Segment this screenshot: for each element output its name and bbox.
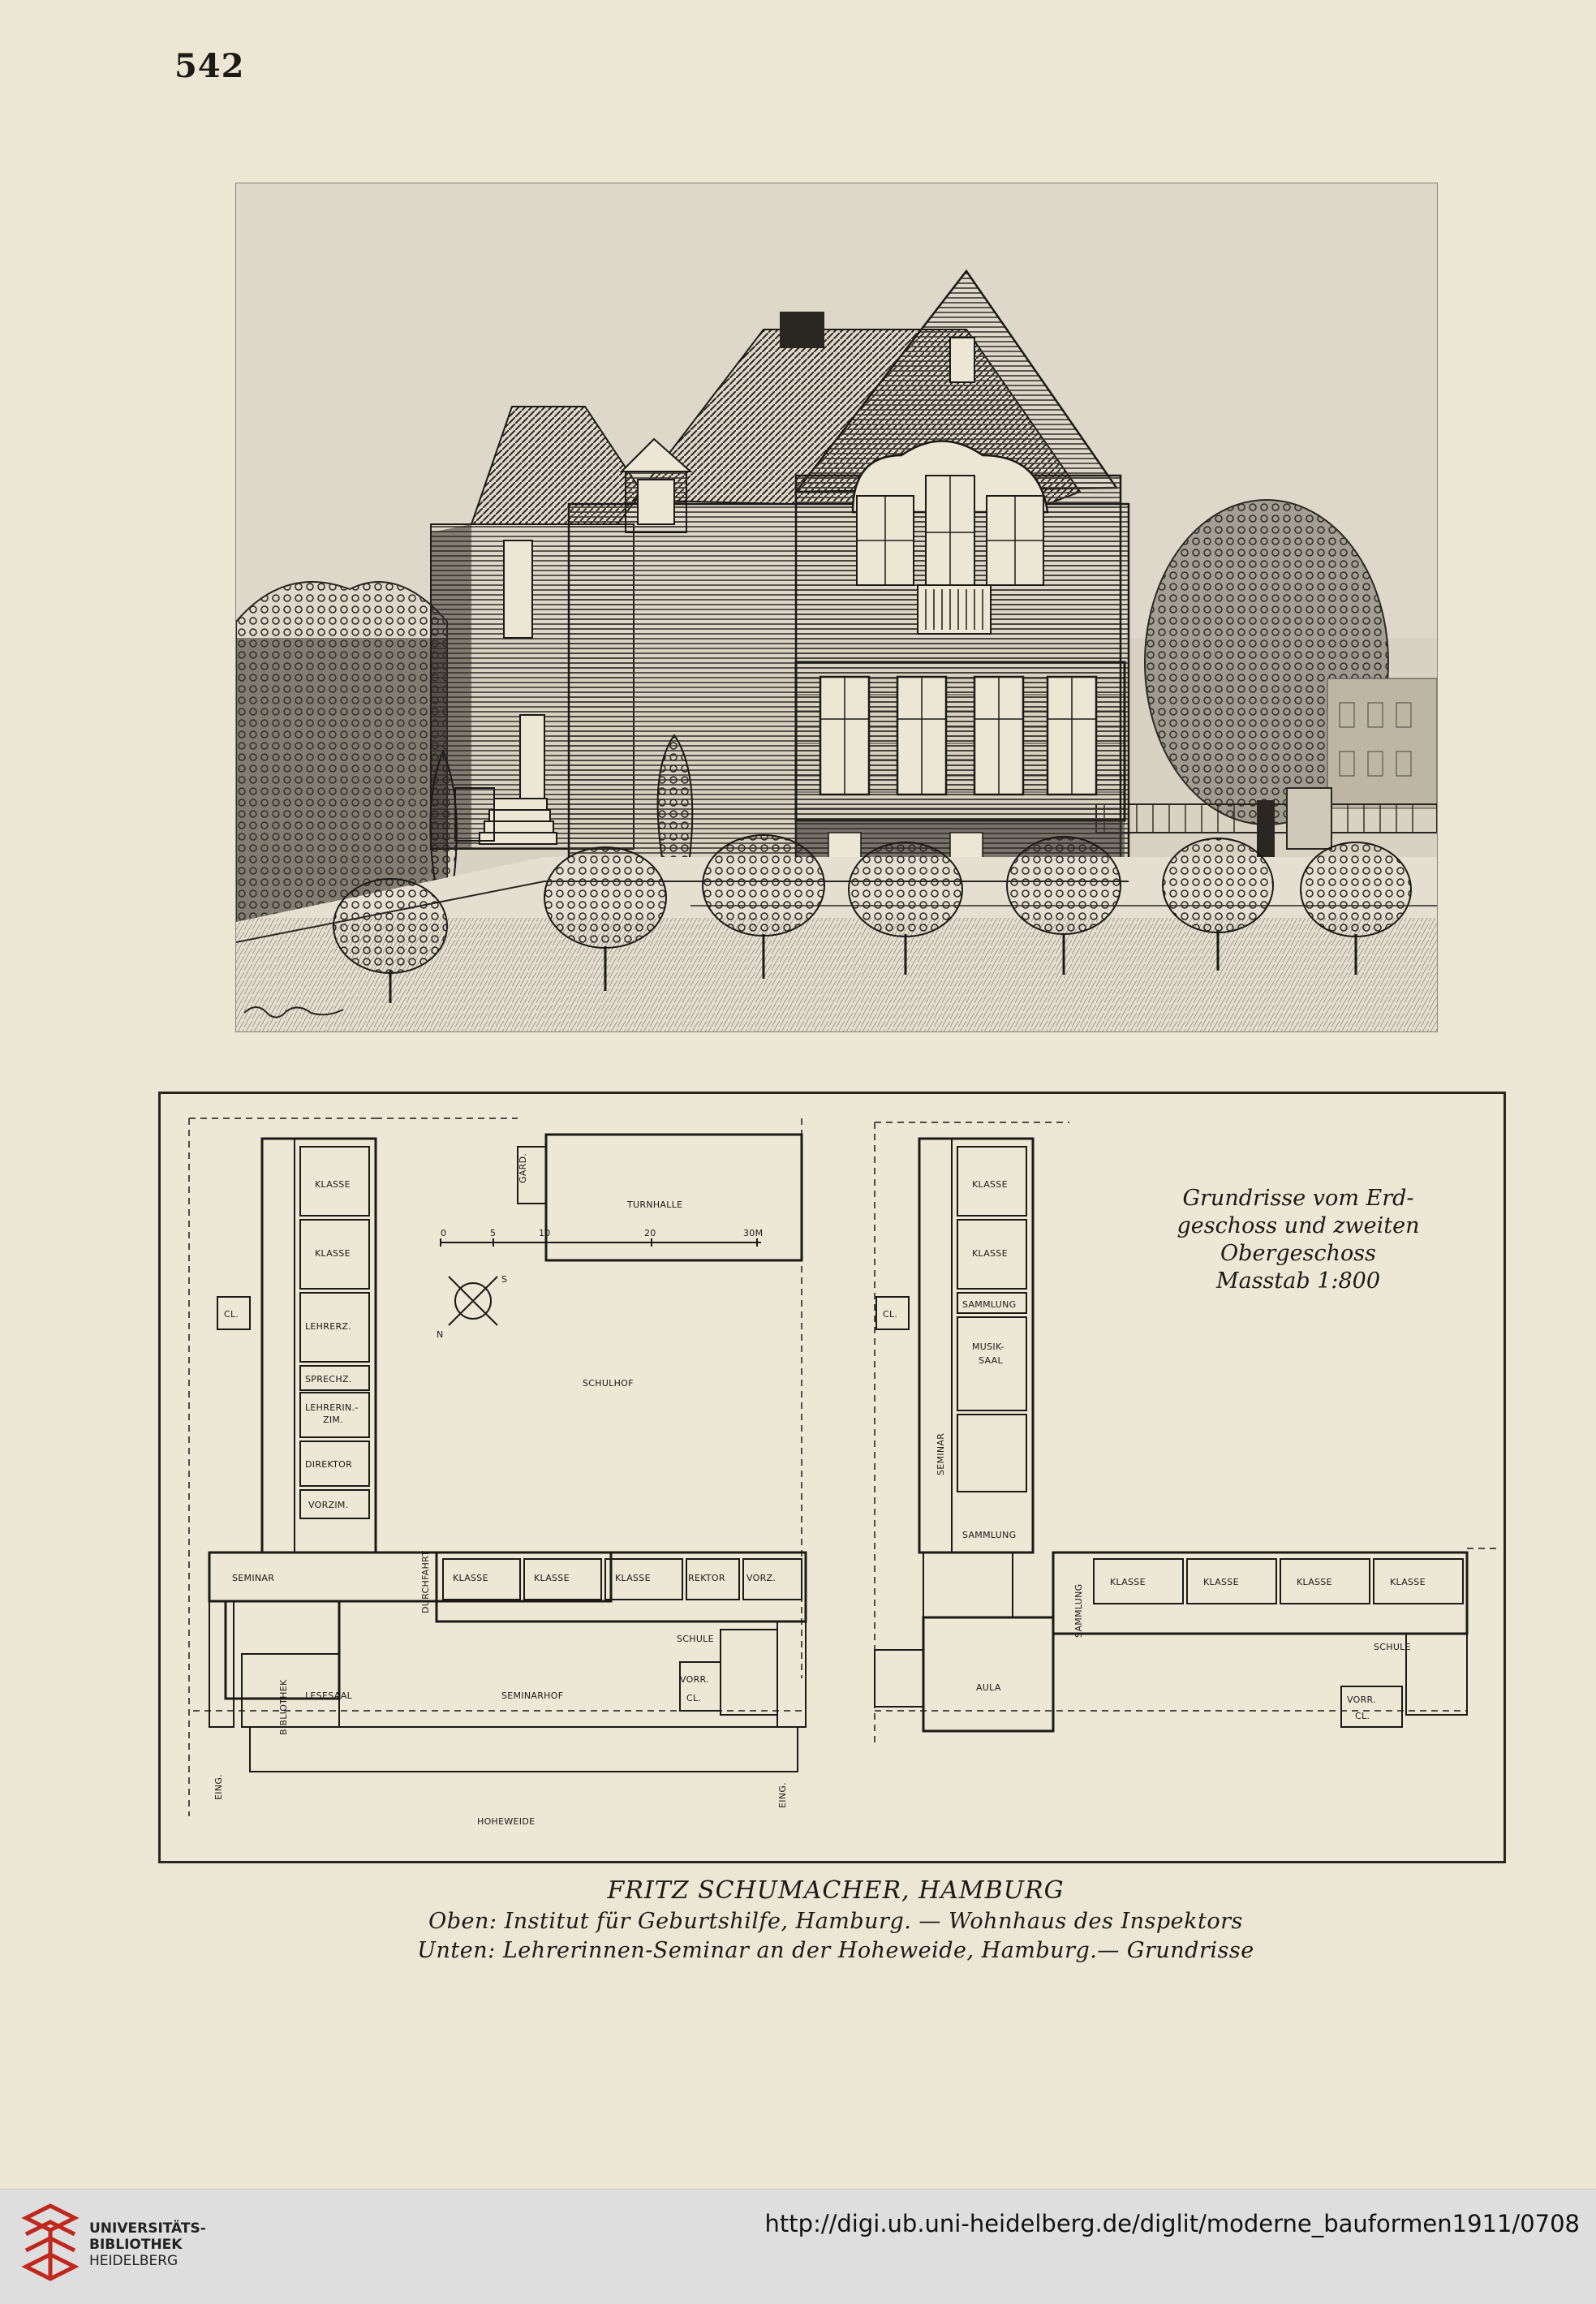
label-aula: AULA [976,1682,1001,1693]
label-gard: GARD. [518,1153,528,1183]
label-vorr-2: VORR. [1347,1695,1376,1705]
label-klasse-6: KLASSE [972,1179,1008,1190]
label-lehrerin-zim-2: ZIM. [323,1415,343,1425]
label-bibliothek: BIBLIOTHEK [278,1679,289,1735]
caption-title: FRITZ SCHUMACHER, HAMBURG [607,1876,1065,1905]
page-number: 542 [174,47,245,85]
house-illustration [235,183,1438,1032]
legend-line-3: Obergeschoss [1220,1241,1376,1266]
label-direktor: DIREKTOR [305,1459,352,1470]
figure-caption: FRITZ SCHUMACHER, HAMBURG Oben: Institut… [292,1875,1379,1966]
label-klasse-8: KLASSE [1110,1577,1146,1587]
legend-line-2: geschoss und zweiten [1177,1213,1420,1238]
legend-line-4: Masstab 1:800 [1215,1268,1381,1294]
label-seminar-2: SEMINAR [936,1433,946,1475]
logo-line-2: BIBLIOTHEK [89,2237,183,2253]
plan-legend: Grundrisse vom Erd- geschoss und zweiten… [1136,1185,1460,1295]
label-klasse-9: KLASSE [1203,1577,1239,1587]
scale-tick-30m: 30M [743,1228,763,1238]
label-rektor: REKTOR [688,1573,725,1583]
label-cl-1: CL. [224,1309,239,1320]
label-sprechz: SPRECHZ. [305,1374,352,1385]
logo-line-1: UNIVERSITÄTS- [89,2220,206,2237]
label-cl-3: CL. [883,1309,897,1320]
label-klasse-1: KLASSE [315,1179,351,1190]
label-klasse-3: KLASSE [453,1573,488,1583]
label-lehrerz: LEHRERZ. [305,1321,351,1332]
label-schule-1: SCHULE [677,1634,714,1644]
label-klasse-2: KLASSE [315,1248,351,1259]
caption-line-2: Unten: Lehrerinnen-Seminar an der Hohewe… [417,1938,1254,1963]
label-musik-saal-2: SAAL [979,1355,1003,1366]
label-vorzim: VORZIM. [308,1500,349,1510]
scale-tick-0: 0 [441,1228,446,1238]
label-klasse-10: KLASSE [1297,1577,1332,1587]
label-vorr-1: VORR. [680,1674,709,1685]
label-klasse-7: KLASSE [972,1248,1008,1259]
footer-bar: UNIVERSITÄTS- BIBLIOTHEK HEIDELBERG http… [0,2189,1596,2304]
label-eing-1: EING. [213,1774,224,1800]
logo-text: UNIVERSITÄTS- BIBLIOTHEK HEIDELBERG [89,2220,206,2269]
label-seminar-1: SEMINAR [232,1573,274,1583]
compass-s-label: S [501,1274,507,1285]
logo-line-3: HEIDELBERG [89,2253,179,2269]
label-schulhof: SCHULHOF [583,1378,634,1389]
legend-line-1: Grundrisse vom Erd- [1182,1186,1414,1211]
compass-n-label: N [437,1329,444,1340]
label-eing-2: EING. [777,1782,788,1808]
label-cl-4: CL. [1355,1711,1370,1721]
caption-line-1: Oben: Institut für Geburtshilfe, Hamburg… [428,1909,1243,1934]
floor-plans: KLASSE KLASSE LEHRERZ. SPRECHZ. LEHRERIN… [158,1092,1506,1863]
label-turnhalle: TURNHALLE [626,1199,682,1210]
compass-icon [448,1276,498,1326]
label-schule-2: SCHULE [1374,1642,1411,1652]
label-sammlung-3: SAMMLUNG [1073,1584,1084,1638]
label-lesesaal: LESESAAL [305,1690,353,1701]
label-sammlung-2: SAMMLUNG [962,1530,1016,1540]
university-library-logo-icon [21,2203,80,2281]
signature [243,1006,344,1018]
label-klasse-4: KLASSE [534,1573,570,1583]
source-url-link[interactable]: http://digi.ub.uni-heidelberg.de/diglit/… [764,2210,1580,2237]
label-hoheweide: HOHEWEIDE [477,1816,535,1827]
label-musik-saal-1: MUSIK- [972,1341,1004,1352]
label-cl-2: CL. [686,1693,701,1703]
scale-bar [440,1238,761,1247]
label-sammlung-1: SAMMLUNG [962,1299,1016,1310]
label-vorz: VORZ. [746,1573,776,1583]
label-klasse-11: KLASSE [1390,1577,1426,1587]
label-klasse-5: KLASSE [615,1573,651,1583]
scale-tick-10: 10 [539,1228,551,1238]
label-durchfahrt: DURCHFAHRT [420,1551,431,1613]
label-lehrerin-zim-1: LEHRERIN.- [305,1402,359,1413]
label-seminarhof: SEMINARHOF [501,1690,563,1701]
scale-tick-5: 5 [490,1228,496,1238]
scale-tick-20: 20 [644,1228,656,1238]
